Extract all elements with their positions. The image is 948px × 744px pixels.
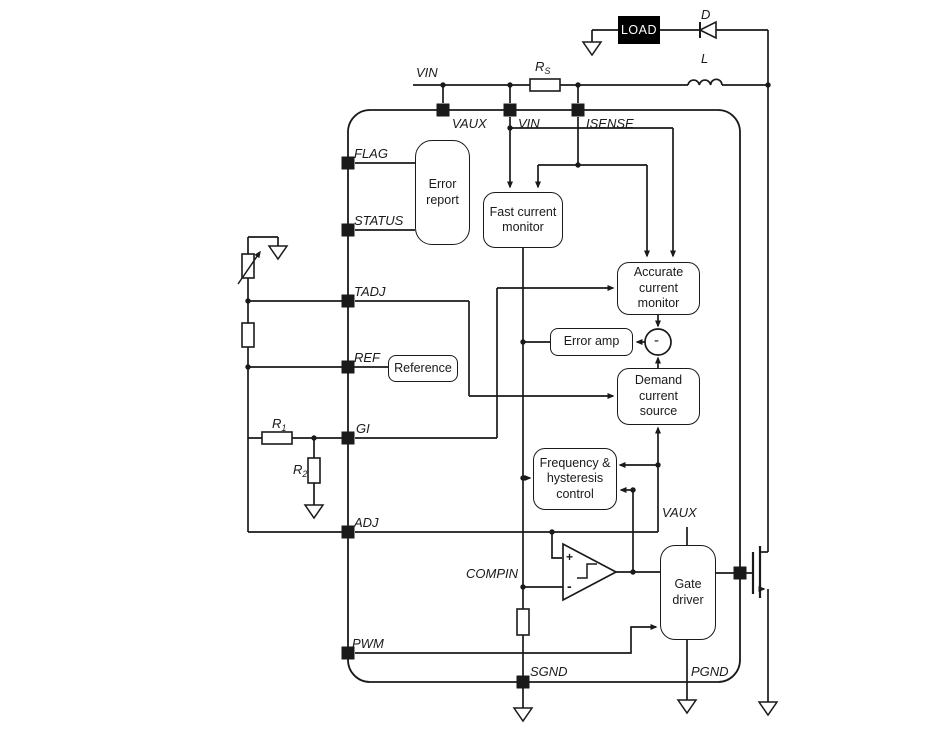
pin-label-ref: REF — [354, 350, 380, 365]
ground-icon-load — [581, 41, 603, 57]
pad-vaux — [436, 103, 450, 117]
ground-icon-sgnd — [512, 707, 534, 723]
ground-icon-source — [757, 701, 779, 717]
pin-label-sgnd: SGND — [530, 664, 568, 679]
pin-label-pwm: PWM — [352, 636, 384, 651]
ground-icon-pgnd — [676, 699, 698, 715]
gate-driver-block: Gate driver — [660, 545, 716, 640]
comparator-plus-label: + — [566, 550, 574, 564]
pin-label-gi: GI — [356, 421, 370, 436]
accurate-current-monitor-block: Accurate current monitor — [617, 262, 700, 315]
label-r1: R1 — [272, 416, 287, 434]
pad-status — [341, 223, 355, 237]
resistor-tadj-icon — [241, 322, 255, 348]
pin-label-vin: VIN — [518, 116, 540, 131]
pin-label-flag: FLAG — [354, 146, 388, 161]
ground-icon-thermistor — [267, 245, 289, 261]
pad-gate — [733, 566, 747, 580]
frequency-hysteresis-block: Frequency & hysteresis control — [533, 448, 617, 510]
pad-gi — [341, 431, 355, 445]
comparator-minus-label: - — [567, 578, 572, 594]
pin-label-tadj: TADJ — [354, 284, 386, 299]
load-block: LOAD — [618, 16, 660, 44]
pin-label-pgnd: PGND — [691, 664, 729, 679]
label-inductor: L — [701, 51, 709, 66]
wires — [247, 29, 769, 708]
error-report-block: Error report — [415, 140, 470, 245]
diode-icon — [698, 20, 717, 40]
pad-flag — [341, 156, 355, 170]
fast-current-monitor-block: Fast current monitor — [483, 192, 563, 248]
pad-ref — [341, 360, 355, 374]
comparator-icon — [562, 542, 618, 602]
demand-current-source-block: Demand current source — [617, 368, 700, 425]
thermistor-arrow — [237, 250, 261, 285]
summing-node-minus-label: - — [654, 332, 659, 349]
pad-vin — [503, 103, 517, 117]
label-rs: RS — [535, 59, 551, 77]
ic-boundary — [347, 109, 741, 683]
inductor-icon — [687, 78, 723, 86]
junction-dots — [245, 82, 771, 590]
label-diode: D — [701, 7, 711, 22]
resistor-r1-icon — [261, 431, 293, 445]
pin-label-adj: ADJ — [354, 515, 379, 530]
pin-label-isense: ISENSE — [586, 116, 634, 131]
ground-icon-r2 — [303, 504, 325, 520]
label-r2: R2 — [293, 462, 308, 480]
pin-label-compin: COMPIN — [466, 566, 518, 581]
hysteresis-icon — [577, 563, 597, 579]
summing-node-icon — [644, 328, 672, 356]
ground-symbols — [267, 41, 779, 723]
error-amp-block: Error amp — [550, 328, 633, 356]
ic-pads — [341, 103, 747, 689]
label-vin-rail: VIN — [416, 65, 438, 80]
resistor-compin-icon — [516, 608, 530, 636]
resistor-rs-icon — [529, 78, 561, 92]
label-vaux-internal: VAUX — [662, 505, 697, 520]
pad-adj — [341, 525, 355, 539]
pad-sgnd — [516, 675, 530, 689]
thermistor-icon — [241, 253, 255, 279]
pin-label-status: STATUS — [354, 213, 404, 228]
component-symbols — [241, 20, 717, 636]
resistor-r2-icon — [307, 457, 321, 484]
pad-isense — [571, 103, 585, 117]
pad-pwm — [341, 646, 355, 660]
pin-label-vaux: VAUX — [452, 116, 487, 131]
pad-tadj — [341, 294, 355, 308]
reference-block: Reference — [388, 355, 458, 382]
